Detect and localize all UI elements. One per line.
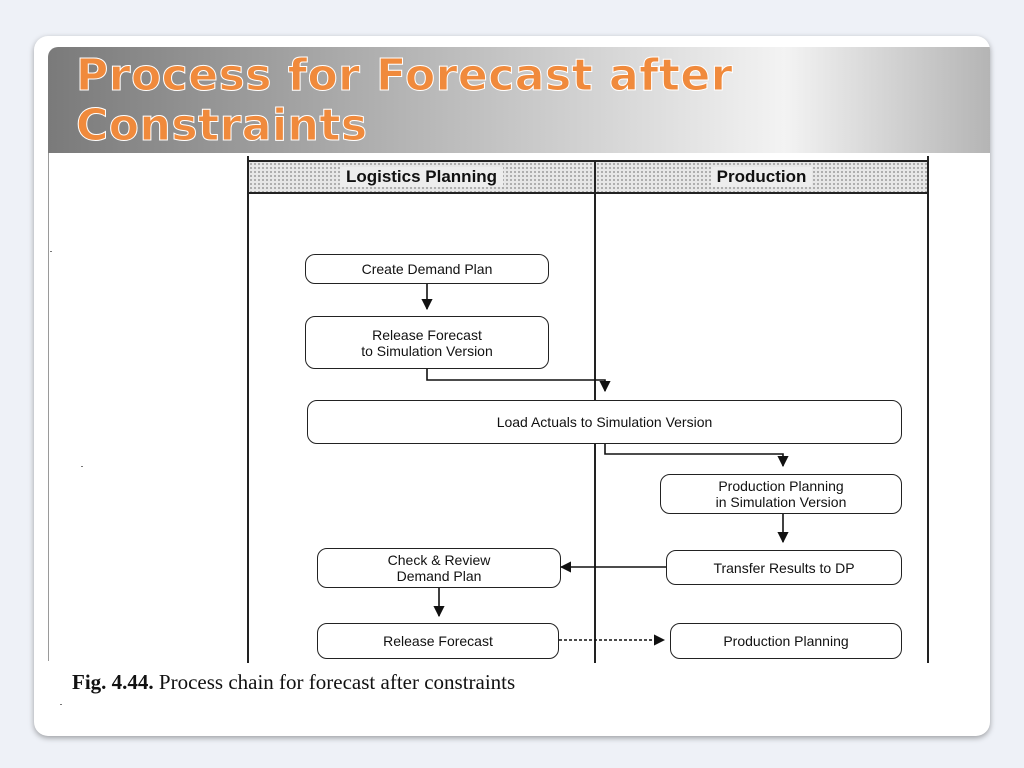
slide-title: Process for Forecast after Constraints — [76, 50, 733, 151]
lane-label: Production — [710, 167, 813, 187]
scan-speck — [50, 251, 52, 252]
step-release-forecast-simulation: Release Forecast to Simulation Version — [305, 316, 549, 369]
slide-card: Process for Forecast after Constraints L… — [34, 36, 990, 736]
arrow-release-sim-to-load-actuals — [426, 369, 611, 393]
step-label: Load Actuals to Simulation Version — [496, 414, 713, 430]
step-label: Transfer Results to DP — [713, 559, 855, 576]
step-label: Release Forecast — [383, 633, 493, 649]
step-load-actuals: Load Actuals to Simulation Version — [307, 400, 902, 444]
step-transfer-results: Transfer Results to DP — [666, 550, 902, 585]
scan-left-edge-line — [48, 153, 49, 661]
scan-speck — [60, 704, 62, 705]
title-band: Process for Forecast after Constraints — [48, 47, 990, 153]
step-label: Create Demand Plan — [361, 261, 493, 277]
step-check-review-demand-plan: Check & Review Demand Plan — [317, 548, 561, 588]
step-release-forecast: Release Forecast — [317, 623, 559, 659]
figure-number: Fig. 4.44. — [72, 670, 154, 694]
lane-header-logistics-planning: Logistics Planning — [249, 160, 594, 194]
step-production-planning: Production Planning — [670, 623, 902, 659]
lane-header-production: Production — [596, 160, 927, 194]
process-diagram: Logistics Planning Production C — [247, 156, 929, 663]
step-production-planning-simulation: Production Planning in Simulation Versio… — [660, 474, 902, 514]
step-label: Release Forecast to Simulation Version — [361, 326, 493, 359]
arrow-load-actuals-to-production-sim — [604, 444, 789, 468]
figure-caption-text: Process chain for forecast after constra… — [153, 670, 516, 694]
scan-speck — [81, 466, 83, 467]
figure-caption: Fig. 4.44. Process chain for forecast af… — [72, 670, 515, 695]
step-label: Check & Review Demand Plan — [387, 552, 491, 584]
step-label: Production Planning in Simulation Versio… — [715, 478, 847, 510]
step-label: Production Planning — [723, 633, 849, 649]
step-create-demand-plan: Create Demand Plan — [305, 254, 549, 284]
lane-label: Logistics Planning — [339, 167, 504, 187]
